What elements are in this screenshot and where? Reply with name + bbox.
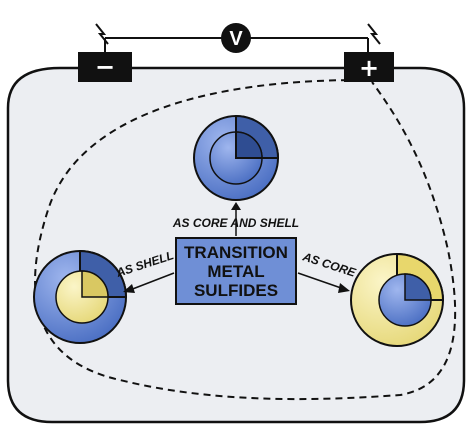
voltmeter-icon	[221, 23, 251, 53]
center-line-1: TRANSITION	[184, 243, 288, 262]
negative-terminal	[78, 52, 132, 82]
arrow-top-head-icon	[231, 202, 241, 210]
voltmeter-label: V	[229, 28, 243, 50]
sphere-core-and-shell	[193, 114, 280, 201]
positive-terminal-label: +	[359, 54, 379, 82]
zoom-outline	[34, 79, 457, 401]
positive-terminal	[344, 52, 394, 82]
center-box	[175, 237, 297, 305]
arrow-left-head-icon	[123, 284, 135, 293]
spark-left-icon	[95, 23, 109, 45]
label-core-and-shell: AS CORE AND SHELL	[172, 216, 299, 230]
spark-right-icon	[367, 23, 381, 45]
arrow-right-head-icon	[338, 283, 350, 293]
negative-terminal-label: −	[95, 53, 115, 81]
arrow-left	[129, 272, 175, 291]
center-line-3: SULFIDES	[194, 281, 278, 300]
arrow-right	[297, 272, 345, 290]
sphere-as-core	[350, 252, 445, 347]
sphere-as-shell	[33, 249, 128, 344]
center-line-2: METAL	[207, 262, 264, 281]
